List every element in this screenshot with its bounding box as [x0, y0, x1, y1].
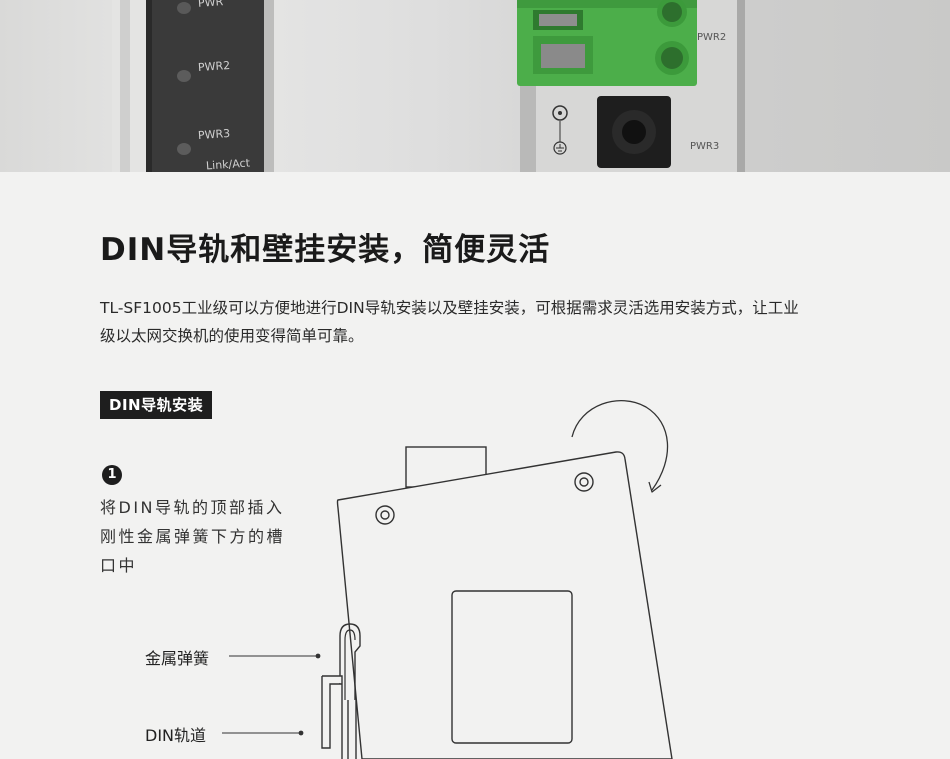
page-title: DIN导轨和壁挂安装，简便灵活	[100, 232, 551, 268]
rotation-arrow-icon	[571, 399, 669, 493]
intro-paragraph: TL-SF1005工业级可以方便地进行DIN导轨安装以及壁挂安装，可根据需求灵活…	[100, 299, 799, 345]
product-photo: PWR PWR2 PWR3 Link/Act PWR2 PWR3	[0, 0, 950, 172]
label-window	[451, 590, 573, 744]
product-photo-drawing	[112, 0, 745, 172]
metal-spring	[339, 623, 361, 700]
callout-din-rail: DIN轨道	[145, 726, 207, 745]
screw-icon	[375, 472, 594, 525]
step-text: 将DIN导轨的顶部插入刚性金属弹簧下方的槽口中	[100, 498, 286, 575]
photo-label-right-pwr2: PWR2	[697, 32, 727, 43]
section-badge: DIN导轨安装	[100, 391, 213, 419]
callout-metal-spring: 金属弹簧	[145, 649, 210, 668]
step-number: 1	[102, 465, 122, 485]
din-rail	[321, 675, 343, 759]
photo-label-right-pwr3: PWR3	[690, 141, 720, 152]
